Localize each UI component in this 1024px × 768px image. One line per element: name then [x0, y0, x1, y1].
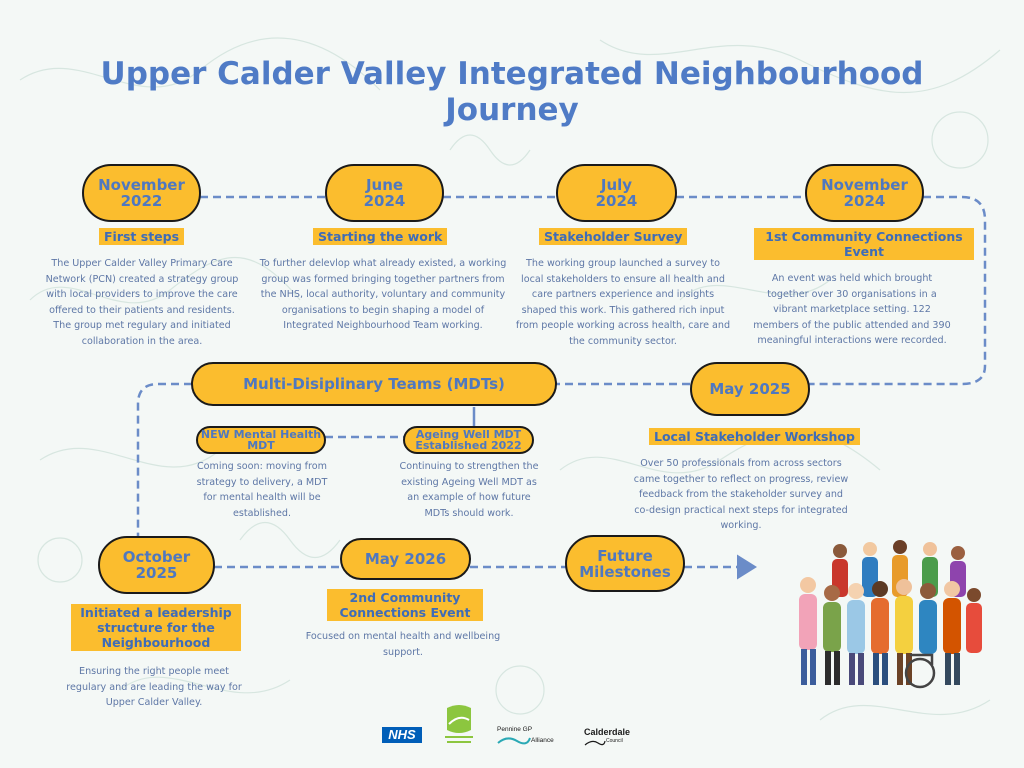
mdt-title-pill: Multi-Disiplinary Teams (MDTs)	[191, 362, 557, 406]
people-group-illustration	[799, 540, 982, 689]
milestone-text-first-steps: The Upper Calder Valley Primary Care Net…	[45, 258, 239, 347]
calderdale-logo-line1: Calderdale	[584, 727, 631, 737]
date-year: 2024	[843, 192, 886, 210]
pennine-logo-line2: Alliance	[531, 737, 554, 744]
mdt-mental-health-line1: NEW Mental	[200, 428, 277, 441]
date-pill-may-2026: May 2026	[340, 538, 471, 580]
mdt-mental-health-pill: NEW Mental Health MDT	[196, 426, 326, 454]
pennine-logo-line1: Pennine GP	[497, 726, 533, 733]
milestone-heading-stakeholder-workshop: Local Stakeholder Workshop	[649, 428, 860, 445]
nhs-logo: NHS	[382, 727, 422, 743]
page-title: Upper Calder Valley Integrated Neighbour…	[100, 56, 924, 128]
date-pill-june-2024: June 2024	[325, 164, 444, 222]
date-pill-may-2025: May 2025	[690, 362, 810, 416]
pennine-gp-alliance-logo: Pennine GP Alliance	[497, 726, 567, 748]
date-month: November	[821, 176, 908, 194]
date-year: 2022	[120, 192, 163, 210]
milestone-text-stakeholder-survey: The working group launched a survey to l…	[515, 258, 731, 347]
calderdale-council-logo: Calderdale Council	[584, 727, 644, 749]
connector-right-loop	[809, 195, 987, 386]
future-line2: Milestones	[579, 562, 671, 581]
milestone-heading-starting-the-work: Starting the work	[313, 228, 448, 245]
milestone-heading-stakeholder-survey: Stakeholder Survey	[539, 228, 688, 245]
date-month: July	[600, 176, 633, 194]
milestone-heading-community-event-2: 2nd Community Connections Event	[327, 589, 483, 621]
mdt-mental-health-text: Coming soon: moving from strategy to del…	[196, 461, 328, 519]
milestone-heading-first-steps: First steps	[99, 228, 185, 245]
date-pill-november-2024: November 2024	[805, 164, 924, 222]
mdt-ageing-well-line1: Ageing Well MDT	[415, 428, 522, 441]
mdt-ageing-well-line2: Established 2022	[415, 439, 522, 452]
mdt-mental-health-line2: Health MDT	[247, 428, 322, 452]
milestone-text-stakeholder-workshop: Over 50 professionals from across sector…	[633, 458, 849, 531]
date-month: June	[365, 176, 404, 194]
milestone-heading-leadership-structure: Initiated a leadership structure for the…	[71, 604, 241, 651]
future-line1: Future	[597, 546, 653, 565]
mdt-title: Multi-Disiplinary Teams (MDTs)	[243, 375, 505, 393]
date-month: November	[98, 176, 185, 194]
milestone-text-starting-the-work: To further delevlop what already existed…	[259, 258, 507, 331]
upper-calder-valley-pcn-logo	[445, 705, 473, 743]
future-milestones-pill: Future Milestones	[565, 535, 685, 592]
date-year: 2024	[595, 192, 638, 210]
date-pill-july-2024: July 2024	[556, 164, 677, 222]
calderdale-logo-line2: Council	[606, 738, 623, 744]
milestone-text-community-event-2: Focused on mental health and wellbeing s…	[305, 631, 501, 658]
date-month: October	[122, 548, 191, 566]
date-label: May 2026	[364, 550, 447, 568]
connector-mdt-to-october	[136, 382, 192, 537]
date-year: 2024	[363, 192, 406, 210]
mdt-ageing-well-text: Continuing to strengthen the existing Ag…	[399, 461, 539, 519]
mdt-ageing-well-pill: Ageing Well MDT Established 2022	[403, 426, 534, 454]
date-year: 2025	[135, 564, 178, 582]
date-pill-november-2022: November 2022	[82, 164, 201, 222]
milestone-text-leadership-structure: Ensuring the right people meet regulary …	[66, 666, 242, 708]
milestone-heading-community-event-1: 1st Community Connections Event	[754, 228, 974, 260]
date-pill-october-2025: October 2025	[98, 536, 215, 594]
date-label: May 2025	[709, 380, 791, 398]
milestone-text-community-event-1: An event was held which brought together…	[753, 273, 951, 346]
